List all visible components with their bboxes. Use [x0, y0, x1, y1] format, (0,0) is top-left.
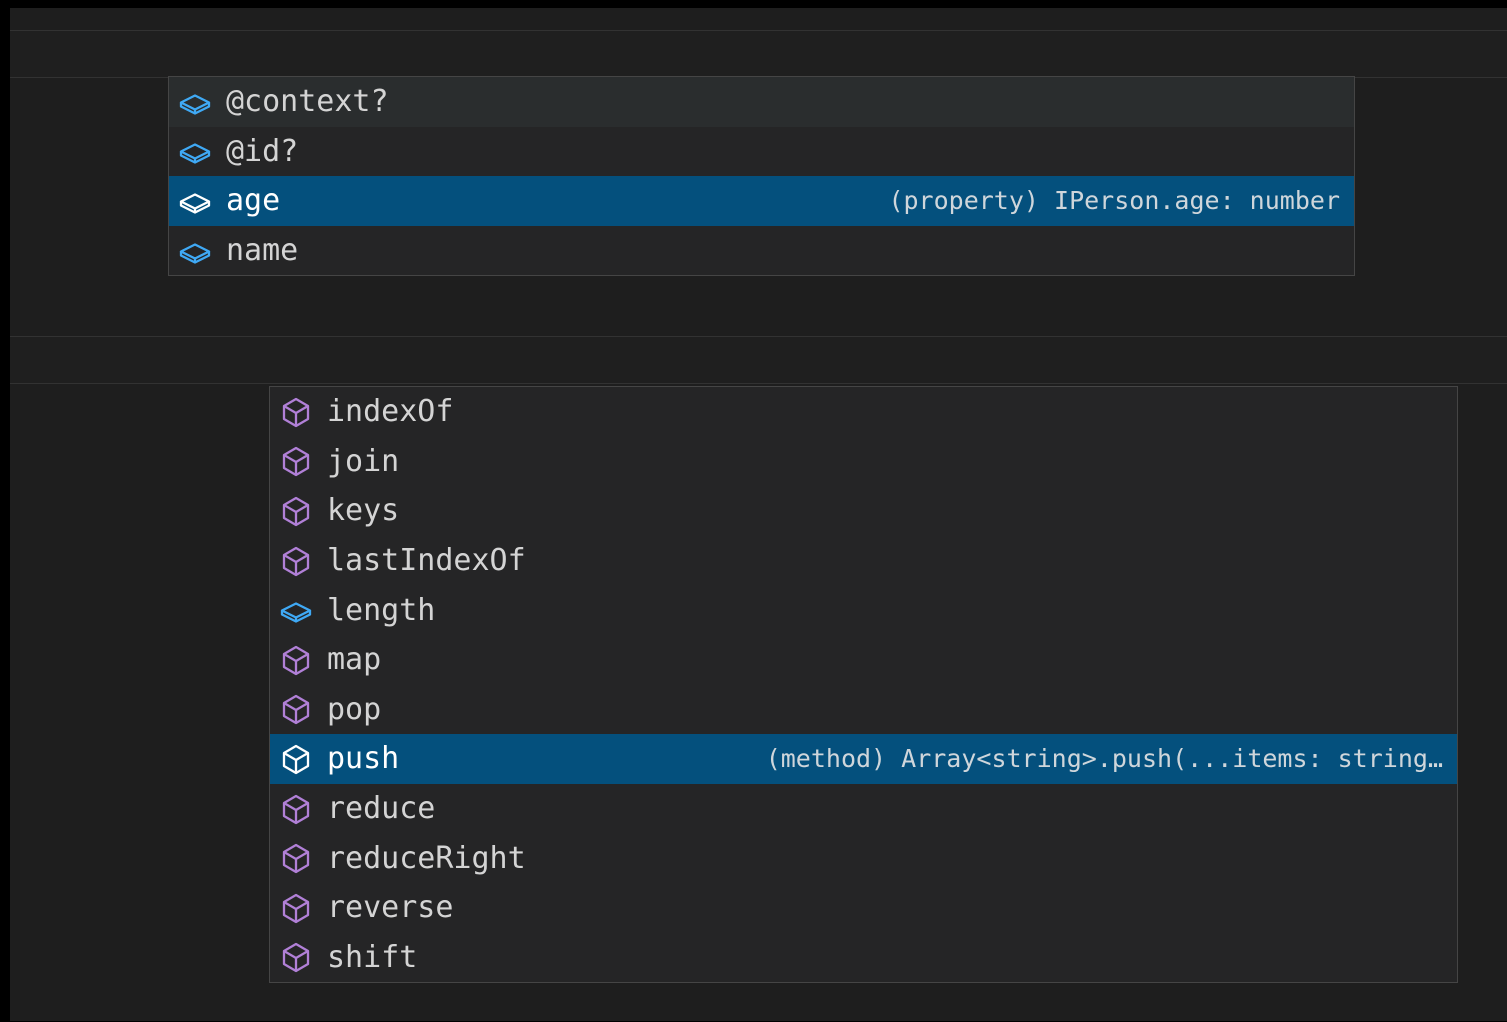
suggestion-item[interactable]: lastIndexOf: [270, 535, 1457, 586]
suggestion-item-label: reduceRight: [327, 840, 526, 876]
method-cube-icon: [279, 444, 313, 478]
suggestion-item[interactable]: @context?: [169, 77, 1354, 127]
property-cube-icon: [279, 593, 313, 627]
suggestion-item-label: pop: [327, 691, 382, 727]
suggestion-item[interactable]: age (property) IPerson.age: number: [169, 176, 1354, 226]
method-cube-icon: [279, 742, 313, 776]
code-editor[interactable]: person.; @context? @id? age (property) IPer…: [10, 8, 1507, 1021]
method-cube-icon: [279, 395, 313, 429]
suggestion-item[interactable]: length: [270, 585, 1457, 635]
property-cube-icon: [178, 85, 212, 119]
suggestion-item-label: push: [327, 741, 400, 777]
suggestion-item-label: reduce: [327, 791, 436, 827]
suggestion-item-label: shift: [327, 939, 418, 975]
method-cube-icon: [279, 544, 313, 578]
method-cube-icon: [279, 792, 313, 826]
property-cube-icon: [178, 134, 212, 168]
suggestion-widget-array-members[interactable]: indexOf join keys lastIndexOf length map pop pu…: [269, 386, 1458, 984]
code-line-1[interactable]: person.;: [10, 30, 1507, 166]
suggestion-item-label: @context?: [226, 84, 389, 120]
suggestion-item-label: indexOf: [327, 394, 454, 430]
suggestion-item-detail: (property) IPerson.age: number: [888, 186, 1340, 216]
method-cube-icon: [279, 891, 313, 925]
suggestion-item[interactable]: name: [169, 225, 1354, 276]
suggestion-item[interactable]: join: [270, 436, 1457, 487]
suggestion-item[interactable]: pop: [270, 684, 1457, 735]
suggestion-item-label: length: [327, 592, 436, 628]
property-cube-icon: [178, 234, 212, 268]
suggestion-item[interactable]: reverse: [270, 882, 1457, 933]
code-line-2[interactable]: person.name.;: [10, 336, 1507, 472]
suggestion-item-label: lastIndexOf: [327, 543, 526, 579]
method-cube-icon: [279, 494, 313, 528]
suggestion-item[interactable]: keys: [270, 486, 1457, 536]
suggestion-item[interactable]: push (method) Array<string>.push(...items…: [270, 734, 1457, 784]
suggestion-item[interactable]: indexOf: [270, 387, 1457, 437]
method-cube-icon: [279, 692, 313, 726]
suggestion-widget-person[interactable]: @context? @id? age (property) IPerson.age: …: [168, 76, 1355, 277]
suggestion-item[interactable]: reduce: [270, 783, 1457, 834]
property-cube-icon: [178, 184, 212, 218]
suggestion-item-label: name: [226, 233, 299, 269]
suggestion-item[interactable]: shift: [270, 932, 1457, 983]
suggestion-item-label: reverse: [327, 890, 454, 926]
suggestion-item-label: age: [226, 183, 281, 219]
method-cube-icon: [279, 940, 313, 974]
suggestion-item-label: keys: [327, 493, 400, 529]
suggestion-item-detail: (method) Array<string>.push(...items: st…: [765, 744, 1443, 774]
suggestion-item[interactable]: reduceRight: [270, 833, 1457, 883]
method-cube-icon: [279, 643, 313, 677]
method-cube-icon: [279, 841, 313, 875]
suggestion-item-label: join: [327, 443, 400, 479]
suggestion-item[interactable]: @id?: [169, 126, 1354, 177]
suggestion-item-label: map: [327, 642, 382, 678]
suggestion-item-label: @id?: [226, 133, 299, 169]
suggestion-item[interactable]: map: [270, 634, 1457, 685]
